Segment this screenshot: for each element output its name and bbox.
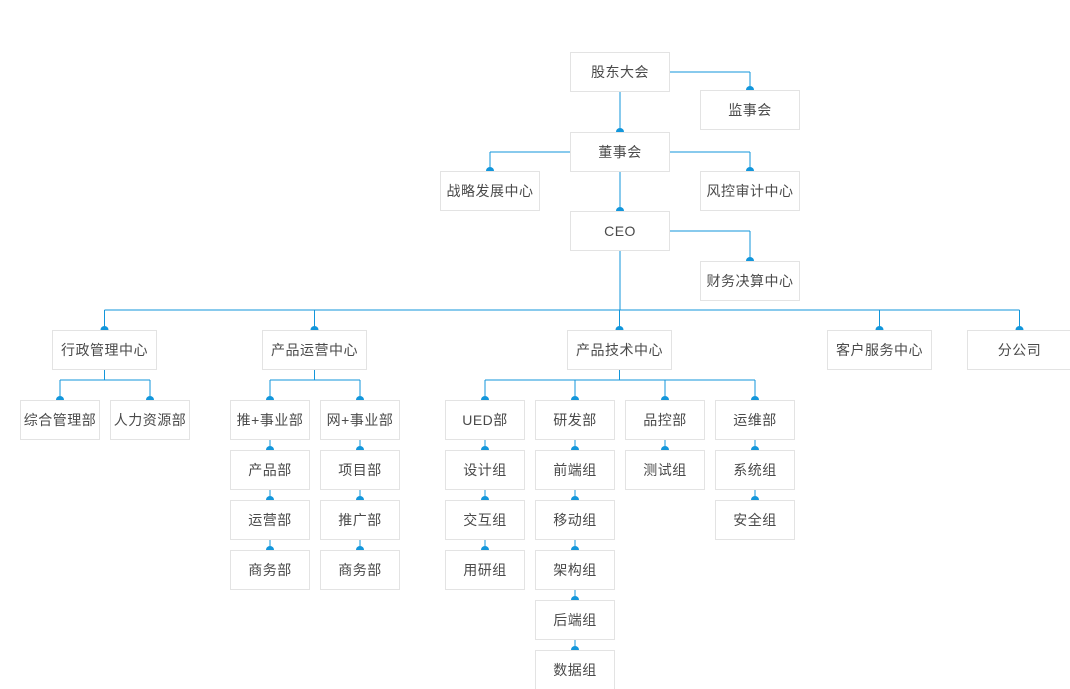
org-node-mobile_team[interactable]: 移动组 (535, 500, 615, 540)
org-node-label: 股东大会 (591, 64, 649, 80)
org-node-frontend_team[interactable]: 前端组 (535, 450, 615, 490)
org-node-label: 客户服务中心 (836, 342, 923, 358)
org-node-label: 数据组 (553, 662, 597, 678)
org-node-label: 产品部 (248, 462, 292, 478)
org-node-label: 行政管理中心 (61, 342, 148, 358)
org-node-promo_dept[interactable]: 推广部 (320, 500, 400, 540)
org-node-label: 前端组 (553, 462, 597, 478)
org-node-label: 董事会 (598, 144, 642, 160)
org-node-label: 推+事业部 (236, 412, 304, 428)
org-node-arch_team[interactable]: 架构组 (535, 550, 615, 590)
org-node-project_dept[interactable]: 项目部 (320, 450, 400, 490)
org-node-hr[interactable]: 人力资源部 (110, 400, 190, 440)
org-node-rnd[interactable]: 研发部 (535, 400, 615, 440)
org-node-board[interactable]: 董事会 (570, 132, 670, 172)
org-node-label: 网+事业部 (326, 412, 394, 428)
org-node-label: 运营部 (248, 512, 292, 528)
org-node-label: UED部 (462, 412, 508, 428)
org-node-label: 综合管理部 (23, 412, 97, 428)
org-node-qa_dept[interactable]: 品控部 (625, 400, 705, 440)
org-node-finance[interactable]: 财务决算中心 (700, 261, 800, 301)
org-node-label: 品控部 (643, 412, 687, 428)
org-node-riskaudit[interactable]: 风控审计中心 (700, 171, 800, 211)
org-node-label: 产品技术中心 (576, 342, 663, 358)
org-node-security_team[interactable]: 安全组 (715, 500, 795, 540)
org-node-label: 用研组 (463, 562, 507, 578)
org-node-biz_dept_2[interactable]: 商务部 (320, 550, 400, 590)
org-node-prodtech[interactable]: 产品技术中心 (567, 330, 672, 370)
org-node-shareholders[interactable]: 股东大会 (570, 52, 670, 92)
org-node-label: 移动组 (553, 512, 597, 528)
org-node-label: 战略发展中心 (446, 183, 534, 199)
org-node-label: 交互组 (463, 512, 507, 528)
org-node-label: CEO (604, 223, 636, 239)
org-node-admin[interactable]: 行政管理中心 (52, 330, 157, 370)
org-node-branch[interactable]: 分公司 (967, 330, 1070, 370)
org-node-label: 分公司 (997, 342, 1042, 358)
org-node-label: 后端组 (553, 612, 597, 628)
org-node-tui_biz[interactable]: 推+事业部 (230, 400, 310, 440)
org-node-label: 商务部 (338, 562, 382, 578)
org-node-data_team[interactable]: 数据组 (535, 650, 615, 689)
org-node-ops_tech[interactable]: 运维部 (715, 400, 795, 440)
org-node-label: 测试组 (643, 462, 687, 478)
org-node-design_team[interactable]: 设计组 (445, 450, 525, 490)
org-node-biz_dept_1[interactable]: 商务部 (230, 550, 310, 590)
org-node-label: 商务部 (248, 562, 292, 578)
org-node-test_team[interactable]: 测试组 (625, 450, 705, 490)
org-node-label: 安全组 (733, 512, 777, 528)
org-node-ops_dept[interactable]: 运营部 (230, 500, 310, 540)
org-node-label: 产品运营中心 (271, 342, 358, 358)
org-node-label: 监事会 (728, 102, 772, 118)
org-node-label: 设计组 (463, 462, 507, 478)
org-node-label: 研发部 (553, 412, 597, 428)
org-node-ued[interactable]: UED部 (445, 400, 525, 440)
org-node-product_dept[interactable]: 产品部 (230, 450, 310, 490)
org-node-prodops[interactable]: 产品运营中心 (262, 330, 367, 370)
org-node-generalmgmt[interactable]: 综合管理部 (20, 400, 100, 440)
org-node-research_team[interactable]: 用研组 (445, 550, 525, 590)
org-node-custservice[interactable]: 客户服务中心 (827, 330, 932, 370)
org-node-label: 推广部 (338, 512, 382, 528)
org-node-label: 项目部 (338, 462, 382, 478)
org-node-label: 财务决算中心 (706, 273, 794, 289)
org-node-supervisors[interactable]: 监事会 (700, 90, 800, 130)
org-node-label: 风控审计中心 (706, 183, 794, 199)
org-node-backend_team[interactable]: 后端组 (535, 600, 615, 640)
org-node-strategy[interactable]: 战略发展中心 (440, 171, 540, 211)
org-node-label: 架构组 (553, 562, 597, 578)
org-node-wang_biz[interactable]: 网+事业部 (320, 400, 400, 440)
org-node-interact_team[interactable]: 交互组 (445, 500, 525, 540)
org-node-label: 运维部 (733, 412, 777, 428)
org-node-label: 系统组 (733, 462, 777, 478)
org-node-system_team[interactable]: 系统组 (715, 450, 795, 490)
org-node-ceo[interactable]: CEO (570, 211, 670, 251)
org-node-label: 人力资源部 (113, 412, 187, 428)
